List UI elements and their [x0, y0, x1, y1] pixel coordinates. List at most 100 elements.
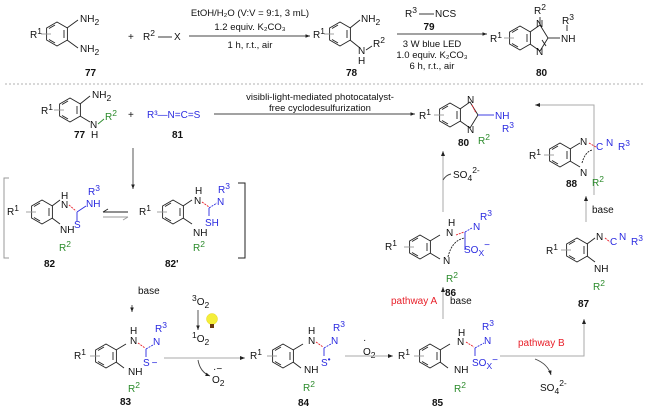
- r1-label: R1: [30, 26, 42, 41]
- compound-label-78: 78: [346, 68, 358, 79]
- svg-text:N: N: [473, 222, 480, 233]
- svg-text:R3: R3: [631, 233, 643, 248]
- svg-text:R2: R2: [454, 380, 466, 395]
- svg-text:N: N: [536, 47, 543, 58]
- compound-label-87: 87: [578, 299, 590, 310]
- svg-text:N: N: [217, 197, 224, 208]
- svg-text:N: N: [90, 120, 97, 131]
- reagent-79: R3 NCS 79: [405, 5, 456, 33]
- arrow-label-line1: visibli-light-mediated photocatalyst-: [246, 92, 394, 103]
- compound-78: R1 NH2 N H R2 78: [313, 14, 385, 79]
- svg-text:SH: SH: [205, 218, 219, 229]
- compound-83: R1 H N N R3 S− NH R2 83: [74, 320, 167, 408]
- compound-label-85: 85: [432, 398, 444, 409]
- svg-text:N: N: [467, 95, 474, 106]
- svg-text:R1: R1: [529, 147, 541, 162]
- svg-text:N: N: [194, 196, 201, 207]
- svg-text:NH: NH: [128, 367, 142, 378]
- svg-text:N: N: [130, 336, 137, 347]
- svg-text:R1: R1: [250, 347, 262, 362]
- svg-text:NH: NH: [193, 228, 207, 239]
- svg-text:R1: R1: [313, 26, 325, 41]
- svg-text:N: N: [619, 232, 626, 243]
- svg-text:SOX−: SOX−: [472, 355, 498, 371]
- svg-text:NH: NH: [561, 34, 575, 45]
- svg-text:R2: R2: [193, 239, 205, 254]
- svg-text:H: H: [61, 191, 68, 202]
- step2-cond-3: 6 h, r.t., air: [410, 61, 455, 72]
- svg-text:S: S: [74, 220, 81, 231]
- svg-text:R1: R1: [490, 30, 502, 45]
- pathway-b-arrow: [500, 319, 586, 357]
- plus-sign-mech: +: [128, 110, 134, 121]
- base-label-83: base: [138, 286, 160, 297]
- tautomer-bracket: [3, 177, 246, 259]
- svg-text:NH: NH: [495, 111, 509, 122]
- svg-text:R2: R2: [128, 380, 140, 395]
- svg-text:NH: NH: [594, 264, 608, 275]
- svg-text:NH: NH: [86, 199, 100, 210]
- compound-label-77-mech: 77: [74, 130, 86, 141]
- compound-label-79: 79: [423, 22, 435, 33]
- light-bulb-icon: [206, 313, 218, 328]
- svg-text:R3: R3: [155, 320, 167, 335]
- svg-text:R3: R3: [482, 318, 494, 333]
- svg-text:R3: R3: [405, 5, 417, 20]
- superoxide-radical: O2: [363, 347, 376, 360]
- pathway-b-label: pathway B: [518, 338, 565, 349]
- svg-text:NH2: NH2: [361, 14, 380, 27]
- base-label-88: base: [592, 205, 614, 216]
- sulfate-a: SO42-: [453, 165, 480, 183]
- compound-label-82: 82: [44, 259, 56, 270]
- svg-text:R3: R3: [333, 319, 345, 334]
- svg-text:R1: R1: [385, 238, 397, 253]
- step2-cond-2: 1.0 equiv. K₂CO₃: [396, 50, 467, 61]
- svg-text:R2: R2: [446, 270, 458, 285]
- svg-text:H: H: [358, 56, 365, 67]
- arrow-label-line2: free cyclodesulfurization: [269, 103, 371, 114]
- svg-text:H: H: [448, 218, 455, 229]
- compound-label-84: 84: [298, 398, 310, 409]
- compound-label-77: 77: [85, 68, 97, 79]
- svg-text:R1: R1: [419, 107, 431, 122]
- superoxide-release-arrow: [197, 359, 211, 377]
- compound-label-88: 88: [566, 179, 578, 190]
- compound-84: R1 H N N R3 S• NH R2 84: [250, 319, 345, 409]
- compound-87: R1 N C N R3 NH R2 87: [546, 232, 643, 310]
- svg-text:R1: R1: [41, 102, 53, 117]
- svg-text:N: N: [606, 138, 613, 149]
- svg-text:R2: R2: [105, 108, 117, 123]
- svg-text:R3: R3: [618, 138, 630, 153]
- svg-text:R1: R1: [546, 242, 558, 257]
- compound-85: R1 H N N R3 SOX− NH R2 85: [398, 318, 498, 409]
- equilibrium-arrows: [102, 208, 129, 221]
- svg-text:R3: R3: [502, 120, 514, 135]
- compound-82: R1 H N S NH R3 NH R2 82: [7, 183, 100, 270]
- compound-80-mech: R1 N N NH R3 R2 80: [419, 95, 514, 149]
- svg-text:X: X: [174, 32, 181, 43]
- svg-text:N: N: [536, 19, 543, 30]
- sulfate-release-arrow-b: [534, 358, 552, 376]
- svg-text:C: C: [596, 142, 603, 153]
- compound-label-82-prime: 82': [165, 259, 179, 270]
- compound-77-mech: R1 NH2 N H R2 77: [41, 90, 117, 141]
- svg-text:H: H: [91, 130, 98, 141]
- isothiocyanate-81: R³—N=C=S: [147, 110, 201, 121]
- svg-text:N: N: [331, 336, 338, 347]
- singlet-oxygen: 1O2: [192, 330, 210, 347]
- svg-text:N: N: [358, 46, 365, 57]
- superoxide: O2: [212, 375, 225, 388]
- svg-text:N: N: [443, 256, 450, 267]
- svg-text:R2: R2: [373, 35, 385, 50]
- svg-text:NCS: NCS: [435, 9, 456, 20]
- svg-text:N: N: [308, 336, 315, 347]
- compound-label-80-mech: 80: [458, 138, 470, 149]
- svg-text:R2: R2: [59, 239, 71, 254]
- svg-text:N: N: [580, 168, 587, 179]
- superoxide-charge: ·−: [213, 364, 222, 375]
- svg-text:R2: R2: [143, 28, 155, 43]
- sulfate-release-arrow-a: [442, 173, 452, 181]
- svg-text:R2: R2: [303, 379, 315, 394]
- base-label-86: base: [450, 296, 472, 307]
